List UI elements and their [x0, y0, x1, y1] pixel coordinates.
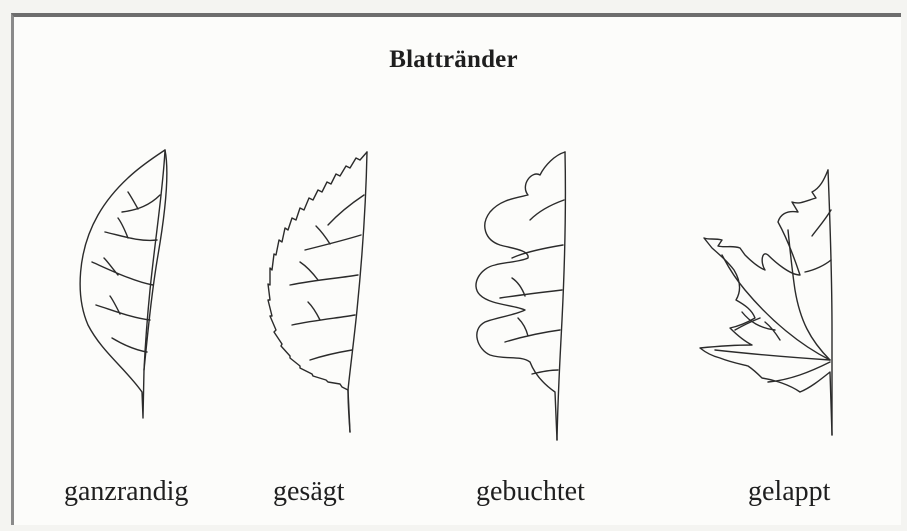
leaf-gesaegt-drawing: [268, 152, 367, 432]
leaf-gesaegt-right-edge: [348, 152, 367, 432]
leaf-ganzrandig-vein-3: [92, 258, 153, 285]
leaf-gebuchtet-right-edge: [557, 152, 565, 440]
leaf-ganzrandig-drawing: [80, 150, 167, 418]
leaf-gebuchtet-vein-4: [505, 318, 560, 342]
leaf-gelappt-vein-upper: [805, 210, 831, 272]
leaf-label-gelappt: gelappt: [748, 476, 830, 508]
leaf-gelappt-vein-main-3: [715, 350, 830, 360]
leaf-ganzrandig-vein-1: [122, 192, 160, 212]
leaf-gelappt-vein-small: [735, 312, 780, 340]
leaf-gesaegt-vein-3: [290, 262, 358, 285]
leaf-gesaegt-vein-5: [310, 350, 352, 360]
leaf-gelappt-drawing: [700, 170, 832, 435]
leaf-label-gebuchtet: gebuchtet: [476, 476, 585, 508]
leaf-gebuchtet-vein-2: [512, 245, 563, 258]
leaf-gebuchtet-vein-1: [530, 200, 564, 220]
leaf-gebuchtet-outline: [476, 152, 565, 440]
leaf-gebuchtet-drawing: [476, 152, 565, 440]
leaf-ganzrandig-vein-5: [112, 338, 147, 352]
leaf-label-gesaegt: gesägt: [273, 476, 345, 508]
leaf-gesaegt-vein-2: [305, 226, 361, 250]
leaf-ganzrandig-vein-2: [105, 218, 157, 240]
leaf-gelappt-vein-main-2: [788, 230, 830, 360]
leaf-ganzrandig-vein-4: [96, 296, 150, 320]
leaf-gebuchtet-vein-3: [500, 278, 562, 298]
leaf-gesaegt-vein-4: [292, 302, 355, 325]
leaf-gelappt-outline: [700, 170, 832, 435]
leaf-ganzrandig-outline: [80, 150, 167, 418]
leaf-gesaegt-vein-1: [328, 195, 364, 225]
leaf-gelappt-vein-main-1: [722, 255, 830, 360]
leaf-label-ganzrandig: ganzrandig: [64, 476, 188, 508]
